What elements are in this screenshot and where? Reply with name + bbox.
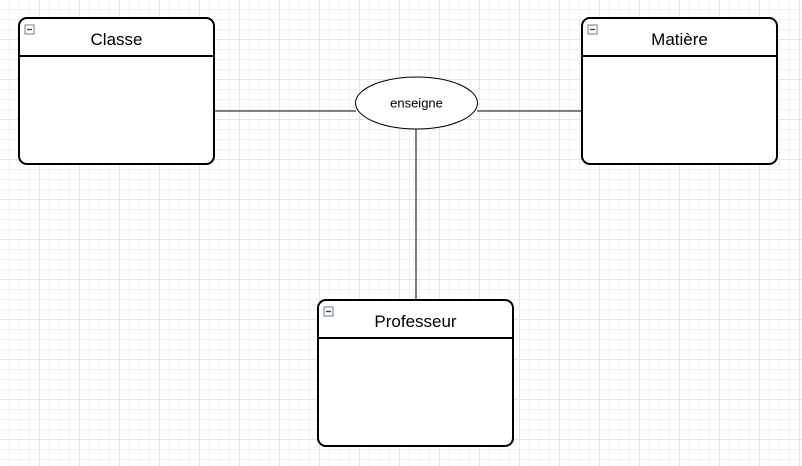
- relationship-enseigne-label: enseigne: [390, 96, 443, 111]
- entity-professeur-box[interactable]: [317, 299, 514, 447]
- collapse-minus-icon[interactable]: [587, 24, 598, 35]
- relationship-enseigne[interactable]: enseigne: [355, 76, 478, 130]
- entity-classe[interactable]: Classe: [18, 17, 215, 165]
- relationship-enseigne-ellipse[interactable]: [355, 76, 478, 130]
- entity-matiere[interactable]: Matière: [581, 17, 778, 165]
- entity-professeur[interactable]: Professeur: [317, 299, 514, 447]
- entity-professeur-title: Professeur: [374, 312, 457, 331]
- entity-matiere-title: Matière: [651, 30, 708, 49]
- entity-classe-box[interactable]: [18, 17, 215, 165]
- entity-matiere-box[interactable]: [581, 17, 778, 165]
- collapse-minus-icon[interactable]: [323, 306, 334, 317]
- collapse-minus-icon[interactable]: [24, 24, 35, 35]
- entity-classe-title: Classe: [91, 30, 143, 49]
